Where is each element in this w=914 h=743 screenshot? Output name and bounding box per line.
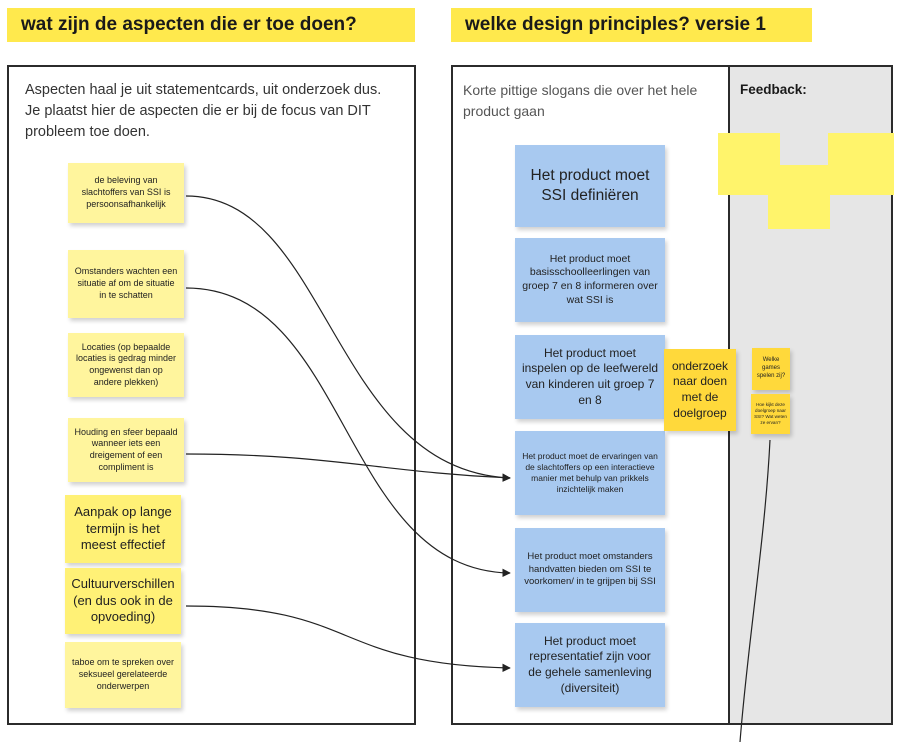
principle-sticky[interactable]: Het product moet SSI definiëren (515, 145, 665, 227)
principle-sticky[interactable]: Het product moet basisschoolleerlingen v… (515, 238, 665, 322)
aspect-text: de beleving van slachtoffers van SSI is … (81, 175, 171, 209)
research-note-sticky[interactable]: onderzoek naar doen met de doelgroep (664, 349, 736, 431)
aspect-text: Aanpak op lange termijn is het meest eff… (74, 503, 172, 553)
principle-text: Het product moet de ervaringen van de sl… (522, 450, 658, 495)
feedback-note[interactable]: Welke games spelen zij? (752, 348, 790, 390)
connector-arrow (185, 195, 511, 482)
aspect-sticky[interactable]: Cultuurverschillen (en dus ook in de opv… (65, 568, 181, 634)
feedback-sticky-empty[interactable] (768, 165, 830, 229)
aspect-sticky[interactable]: Houding en sfeer bepaald wanneer iets ee… (68, 418, 184, 482)
connector-arrow (185, 453, 511, 482)
principle-sticky[interactable]: Het product moet inspelen op de leefwere… (515, 335, 665, 419)
aspect-text: Locaties (op bepaalde locaties is gedrag… (75, 341, 177, 387)
principle-sticky[interactable]: Het product moet omstanders handvatten b… (515, 528, 665, 612)
aspect-sticky[interactable]: Aanpak op lange termijn is het meest eff… (65, 495, 181, 563)
aspect-text: taboe om te spreken over seksueel gerela… (71, 657, 175, 691)
aspect-sticky[interactable]: Omstanders wachten een situatie af om de… (68, 250, 184, 318)
feedback-note-text: Hoe kijkt deze doelgroep naar SSI? Wat w… (754, 402, 787, 425)
feedback-sticky-empty[interactable] (828, 133, 894, 195)
connector-line (739, 439, 771, 743)
aspect-sticky[interactable]: taboe om te spreken over seksueel gerela… (65, 642, 181, 708)
feedback-title: Feedback: (740, 82, 807, 97)
aspect-text: Omstanders wachten een situatie af om de… (74, 266, 178, 300)
principle-text: Het product moet inspelen op de leefwere… (521, 345, 659, 407)
feedback-note[interactable]: Hoe kijkt deze doelgroep naar SSI? Wat w… (751, 394, 790, 434)
principle-text: Het product moet basisschoolleerlingen v… (522, 252, 658, 306)
heading-aspects: wat zijn de aspecten die er toe doen? (7, 8, 415, 42)
aspect-sticky[interactable]: Locaties (op bepaalde locaties is gedrag… (68, 333, 184, 397)
principle-text: Het product moet representatief zijn voo… (528, 633, 652, 695)
principle-sticky[interactable]: Het product moet representatief zijn voo… (515, 623, 665, 707)
aspect-text: Cultuurverschillen (en dus ook in de opv… (71, 575, 175, 625)
aspect-text: Houding en sfeer bepaald wanneer iets ee… (74, 426, 178, 472)
principle-sticky[interactable]: Het product moet de ervaringen van de sl… (515, 431, 665, 515)
feedback-note-text: Welke games spelen zij? (756, 357, 786, 379)
heading-design-principles: welke design principles? versie 1 (451, 8, 812, 42)
connector-arrow (185, 287, 511, 578)
aspects-description: Aspecten haal je uit statementcards, uit… (25, 82, 382, 140)
principles-description: Korte pittige slogans die over het hele … (463, 82, 698, 119)
research-note-text: onderzoek naar doen met de doelgroep (671, 358, 729, 420)
connector-arrow (185, 605, 511, 673)
aspect-sticky[interactable]: de beleving van slachtoffers van SSI is … (68, 163, 184, 223)
principle-text: Het product moet omstanders handvatten b… (524, 551, 656, 588)
principle-text: Het product moet SSI definiëren (530, 166, 650, 204)
